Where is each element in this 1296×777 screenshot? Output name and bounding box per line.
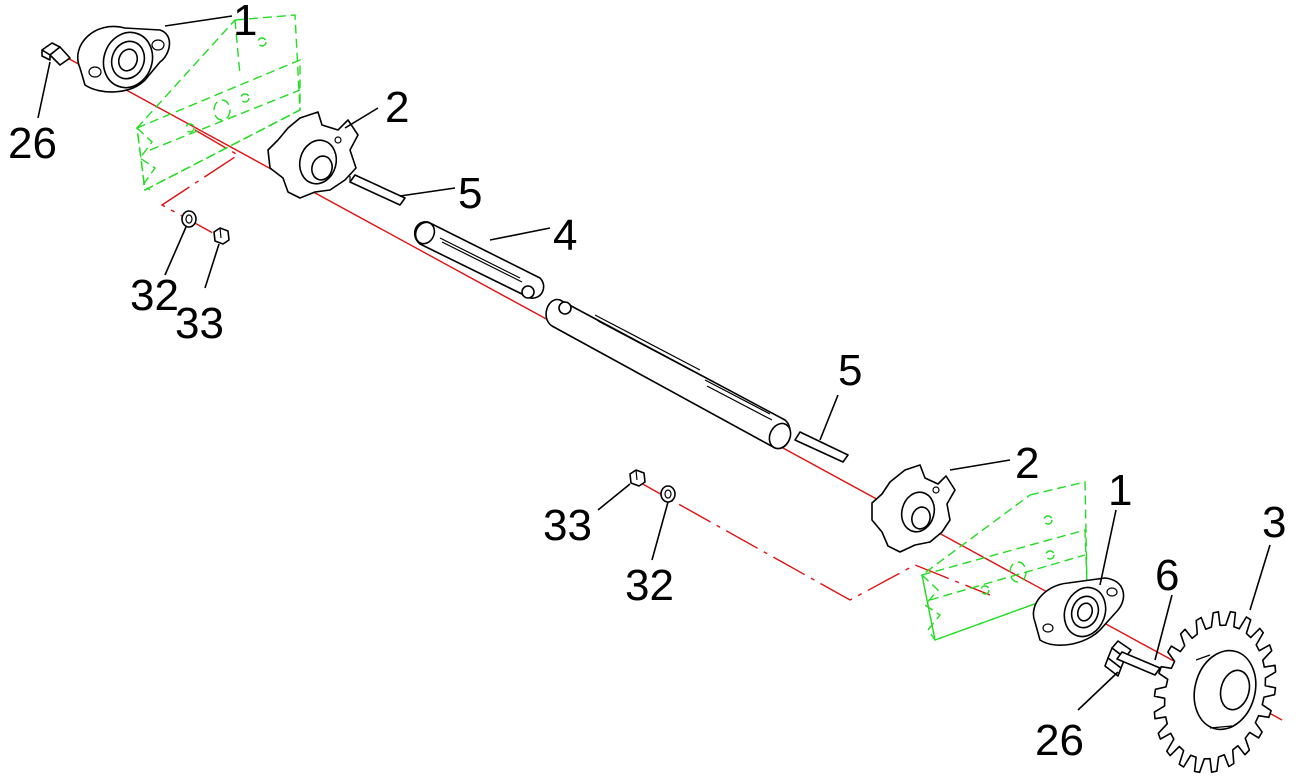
callout-gear: 3 <box>1262 498 1286 547</box>
frame-bottom-hole3 <box>980 585 990 595</box>
frame-bottom-hole <box>1043 515 1053 525</box>
bottom-fastener-centerline <box>631 477 991 601</box>
frame-bottom-edge <box>929 554 1086 601</box>
sprocket-top <box>267 111 359 199</box>
frame-bottom-slot <box>1009 561 1027 583</box>
frame-top-slot <box>213 99 231 121</box>
frame-top-hole2 <box>240 93 250 103</box>
leader-lines <box>37 15 1271 711</box>
callout-washer-top: 32 <box>130 271 179 320</box>
gear <box>1153 610 1277 774</box>
key-top <box>349 174 406 206</box>
key-gear <box>1116 651 1161 676</box>
callout-bearing-bottom: 1 <box>1108 466 1132 515</box>
frame-top-web <box>136 58 301 192</box>
callout-nut-bottom: 33 <box>543 501 592 550</box>
frame-bottom-hole2 <box>1045 550 1055 560</box>
sprocket-bottom <box>871 464 956 553</box>
frame-bottom-break <box>921 574 942 641</box>
shaft <box>413 221 792 450</box>
callout-bolt-top: 26 <box>8 119 57 168</box>
frame-bottom-plate <box>921 481 1088 641</box>
nut-bottom <box>629 469 646 487</box>
frame-top-hole <box>257 37 267 47</box>
bearing-top <box>77 25 171 93</box>
washer-bottom <box>660 485 676 503</box>
frame-top-edge <box>234 19 241 76</box>
callout-sprocket-bottom: 2 <box>1015 439 1039 488</box>
callout-sprocket-top: 2 <box>385 83 409 132</box>
callout-bearing-top: 1 <box>233 0 257 45</box>
callout-key-top: 5 <box>458 169 482 218</box>
bearing-bottom <box>1032 577 1125 646</box>
callout-shaft: 4 <box>553 211 577 260</box>
callout-key-gear: 6 <box>1155 551 1179 600</box>
top-fastener-centerline <box>160 129 240 239</box>
nut-top <box>213 227 230 245</box>
callout-bolt-bottom: 26 <box>1035 716 1084 765</box>
frame-top <box>136 14 301 192</box>
frame-top-edge2 <box>149 89 301 151</box>
callout-key-bottom: 5 <box>838 346 862 395</box>
frame-top-hole3 <box>185 123 195 133</box>
frame-top-break <box>136 127 156 191</box>
key-bottom <box>794 431 849 463</box>
callout-washer-bottom: 32 <box>625 561 674 610</box>
callout-labels: 1 2 5 4 26 32 33 5 2 33 32 1 6 3 26 <box>8 0 1286 765</box>
callout-nut-top: 33 <box>175 299 224 348</box>
bolt-top <box>41 42 71 66</box>
washer-top <box>181 210 197 228</box>
